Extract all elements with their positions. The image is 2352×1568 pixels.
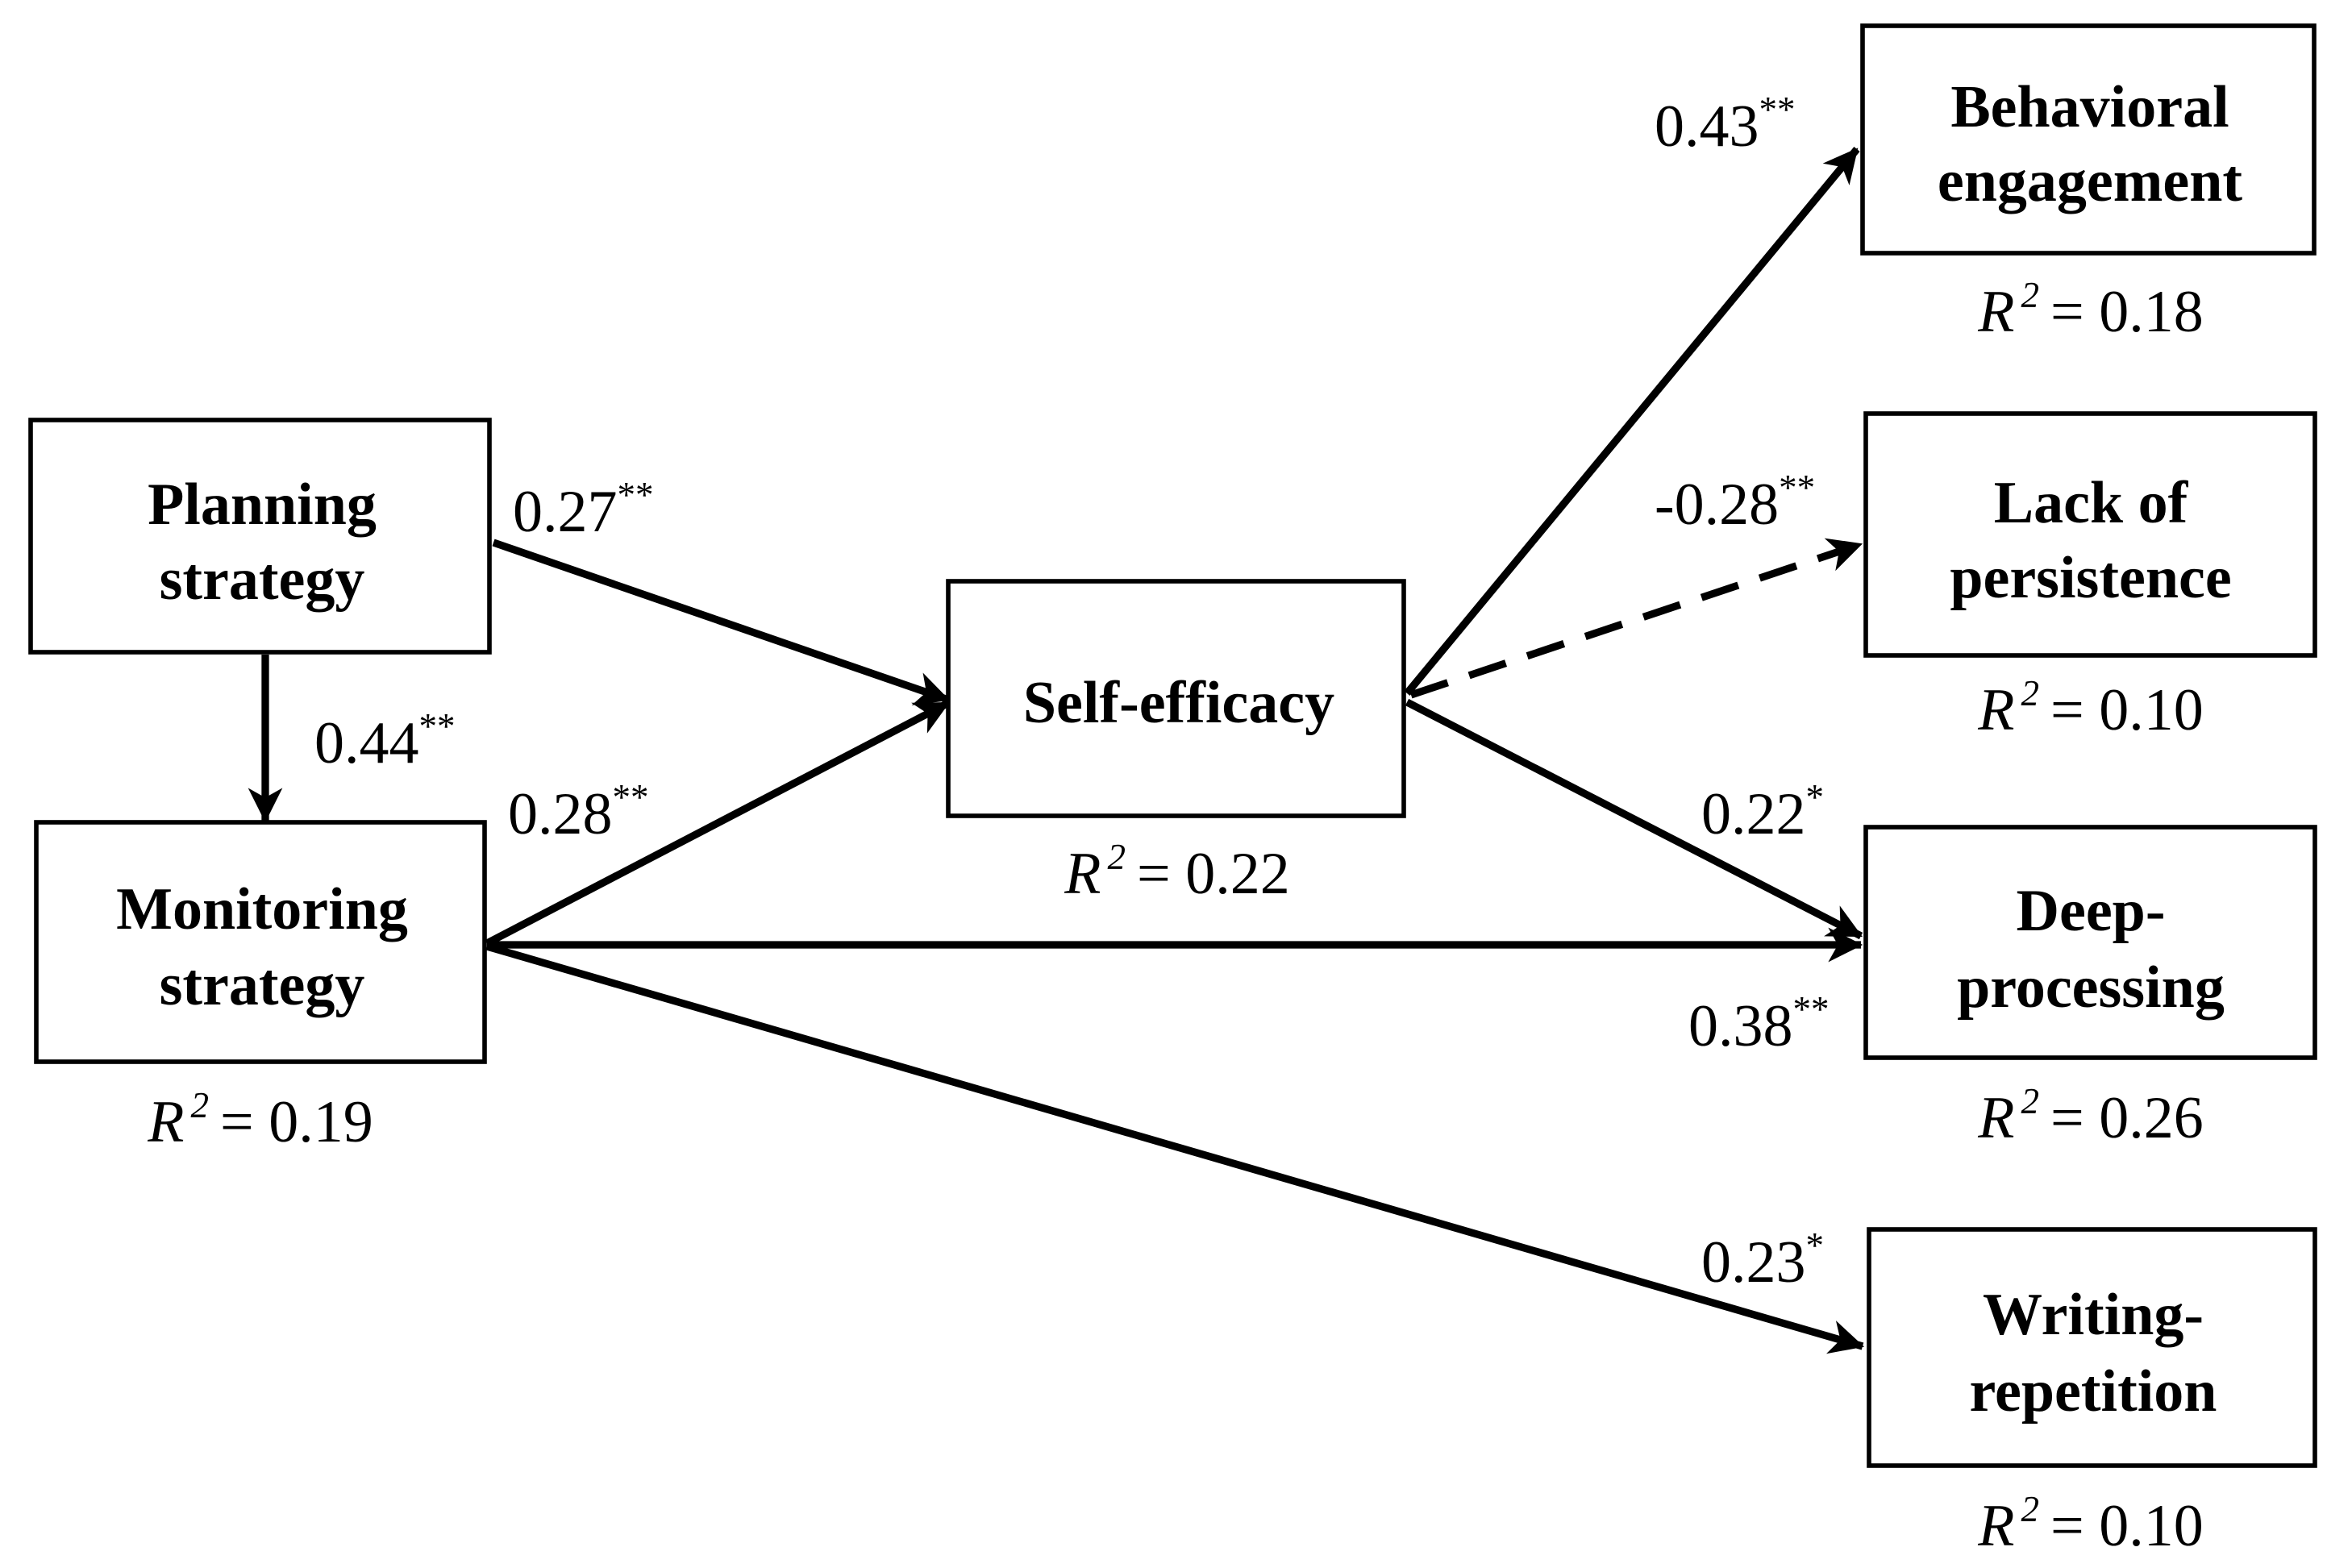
persistence-label-line2: persistence	[1950, 545, 2231, 611]
deep-box	[1863, 825, 2317, 1060]
behavioral-box	[1860, 23, 2317, 256]
coef-selfefficacy-to-behavioral: 0.43**	[1655, 89, 1796, 160]
planning-box	[28, 418, 492, 655]
behavioral-label-line1: Behavioral	[1950, 74, 2229, 140]
selfefficacy-box	[946, 579, 1406, 818]
arrow-planning-to-selfefficacy	[492, 539, 951, 705]
planning-label-line1: Planning	[148, 472, 377, 538]
coef-selfefficacy-to-persistence: -0.28**	[1655, 468, 1815, 538]
arrow-monitoring-to-writing	[485, 942, 1865, 1354]
writing-label-line2: repetition	[1970, 1358, 2217, 1425]
coef-selfefficacy-to-deep: 0.22*	[1701, 777, 1824, 847]
coef-planning-to-monitoring: 0.44**	[314, 706, 456, 776]
selfefficacy-label: Self-efficacy	[1023, 670, 1334, 736]
writing-box	[1867, 1227, 2317, 1468]
behavioral-label-line2: engagement	[1938, 148, 2242, 214]
coef-planning-to-selfefficacy: 0.27**	[513, 475, 654, 545]
writing-label-line1: Writing-	[1983, 1282, 2204, 1348]
persistence-label-line1: Lack of	[1994, 470, 2189, 536]
arrow-selfefficacy-to-behavioral	[1404, 147, 1860, 696]
monitoring-box	[34, 820, 487, 1064]
coef-monitoring-to-writing: 0.23*	[1701, 1225, 1824, 1296]
deep-label-line1: Deep-	[2017, 878, 2166, 944]
coef-monitoring-to-selfefficacy: 0.28**	[508, 777, 649, 847]
persistence-box	[1863, 411, 2317, 658]
monitoring-label-line1: Monitoring	[116, 876, 408, 942]
monitoring-label-line2: strategy	[160, 952, 365, 1018]
arrow-monitoring-to-selfefficacy	[485, 699, 951, 947]
coef-monitoring-to-deep: 0.38**	[1688, 989, 1830, 1059]
arrow-selfefficacy-to-persistence	[1409, 538, 1863, 699]
planning-label-line2: strategy	[160, 547, 365, 613]
deep-label-line2: processing	[1957, 955, 2225, 1021]
arrow-selfefficacy-to-deep	[1405, 698, 1863, 940]
